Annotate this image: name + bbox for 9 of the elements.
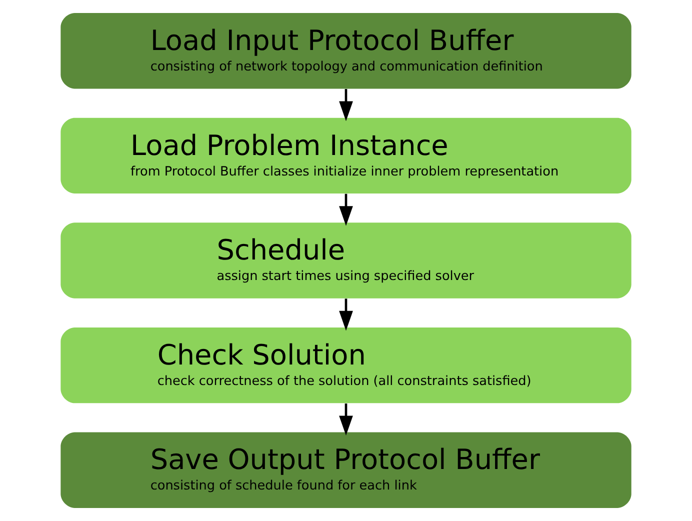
arrow [339, 298, 353, 331]
node-box: Schedule assign start times using specified solver [60, 222, 632, 298]
node-box: Check Solution check correctness of the solution (all constraints satisfied) [60, 327, 632, 404]
node-box: Save Output Protocol Buffer consisting of schedule found for each link [60, 432, 632, 508]
arrow [339, 403, 353, 436]
arrow [339, 194, 353, 226]
node-box: Load Input Protocol Buffer consisting of network topology and communication definition [60, 13, 632, 89]
node-box: Load Problem Instance from Protocol Buffer classes initialize inner problem representation [60, 118, 632, 194]
arrow [339, 89, 353, 122]
